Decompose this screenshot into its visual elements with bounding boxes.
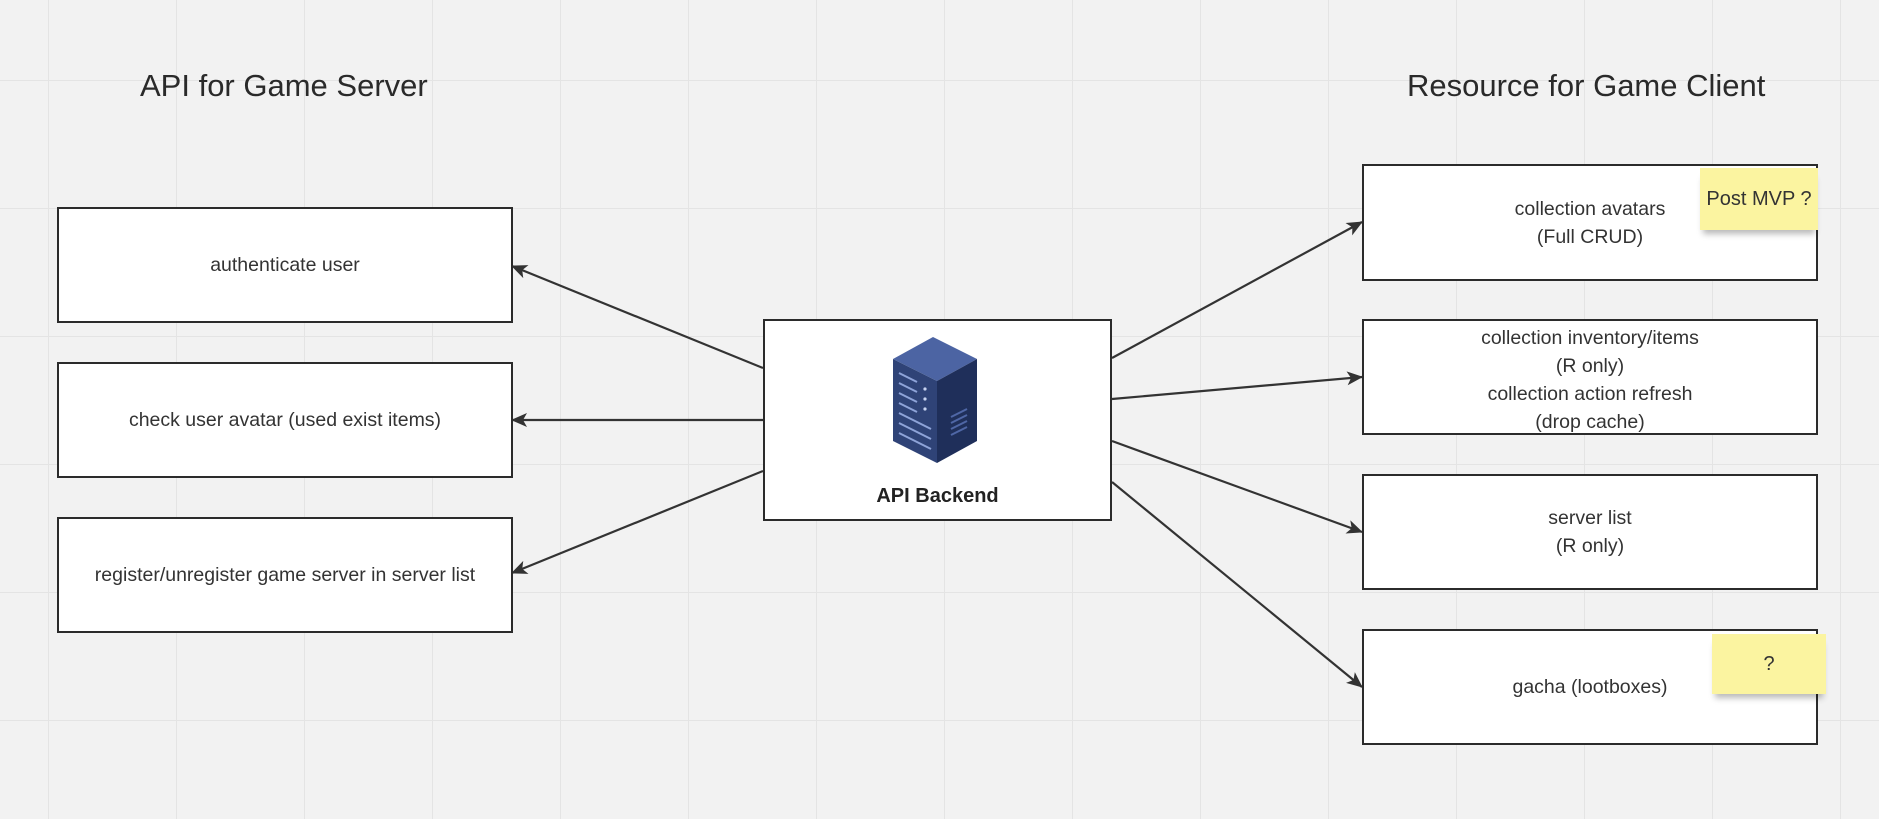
box-text-line: (R only) — [1555, 355, 1625, 377]
api-backend-node[interactable]: API Backend — [763, 319, 1112, 521]
box-text: register/unregister game server in serve… — [94, 564, 476, 586]
arrow-to-collection-avatars[interactable] — [1111, 221, 1363, 359]
arrow-to-gacha[interactable] — [1111, 481, 1363, 688]
server-icon — [893, 337, 977, 463]
box-server-list[interactable]: server list (R only) — [1362, 474, 1818, 590]
box-text-line: server list — [1548, 507, 1632, 529]
arrow-to-authenticate-user[interactable] — [511, 264, 764, 370]
box-register-game-server[interactable]: register/unregister game server in serve… — [57, 517, 513, 633]
box-collection-inventory[interactable]: collection inventory/items (R only) coll… — [1362, 319, 1818, 435]
box-text-line: collection inventory/items — [1481, 327, 1699, 349]
arrow-to-server-list[interactable] — [1111, 439, 1363, 534]
arrow-to-register-game-server[interactable] — [511, 469, 764, 575]
sticky-note-question[interactable]: ? — [1712, 634, 1826, 694]
heading-api-for-game-server: API for Game Server — [140, 68, 428, 103]
box-text: check user avatar (used exist items) — [128, 409, 442, 431]
box-check-user-avatar[interactable]: check user avatar (used exist items) — [57, 362, 513, 478]
box-text-line: (R only) — [1555, 535, 1625, 557]
box-text-line: collection avatars — [1514, 197, 1666, 220]
sticky-note-post-mvp[interactable]: Post MVP ? — [1700, 168, 1818, 230]
box-text-line: gacha (lootboxes) — [1512, 676, 1668, 698]
arrow-to-collection-inventory[interactable] — [1111, 371, 1363, 401]
box-text-line: collection action refresh — [1487, 383, 1693, 405]
box-text-line: (drop cache) — [1535, 411, 1645, 433]
box-text: authenticate user — [210, 254, 360, 276]
box-text-line: (Full CRUD) — [1536, 225, 1644, 248]
api-backend-label: API Backend — [876, 485, 999, 507]
heading-resource-for-game-client: Resource for Game Client — [1407, 68, 1766, 103]
box-authenticate-user[interactable]: authenticate user — [57, 207, 513, 323]
